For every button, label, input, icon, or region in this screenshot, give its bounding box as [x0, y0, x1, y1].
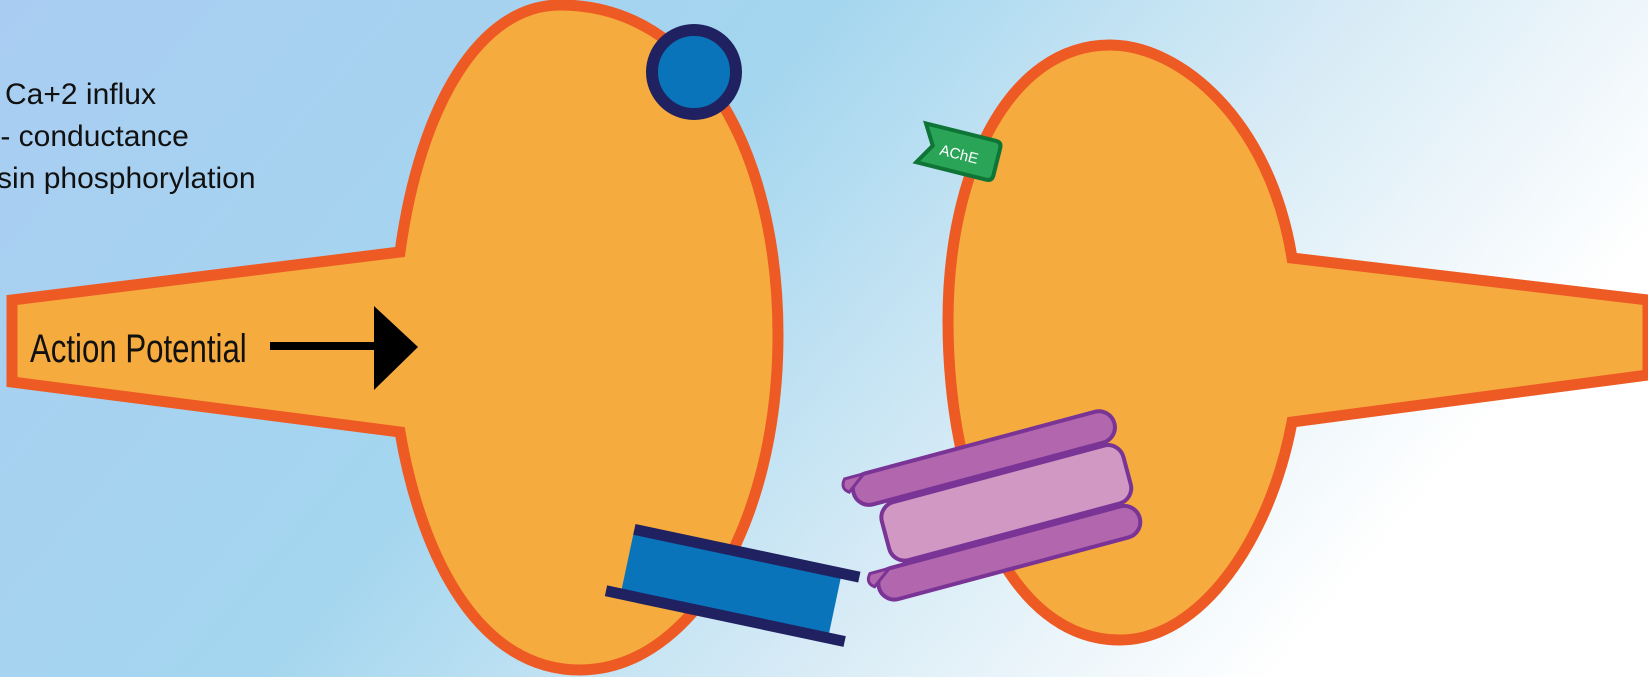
bullet-item: n Ca+2 influx: [0, 74, 420, 116]
bullet-item: napsin phosphorylation: [0, 158, 420, 200]
bullet-list: n Ca+2 influx Cl- conductance napsin pho…: [0, 74, 420, 200]
action-potential-label: Action Potential: [30, 326, 247, 371]
bullet-item: Cl- conductance: [0, 116, 420, 158]
vesicle-circle: [652, 30, 736, 114]
